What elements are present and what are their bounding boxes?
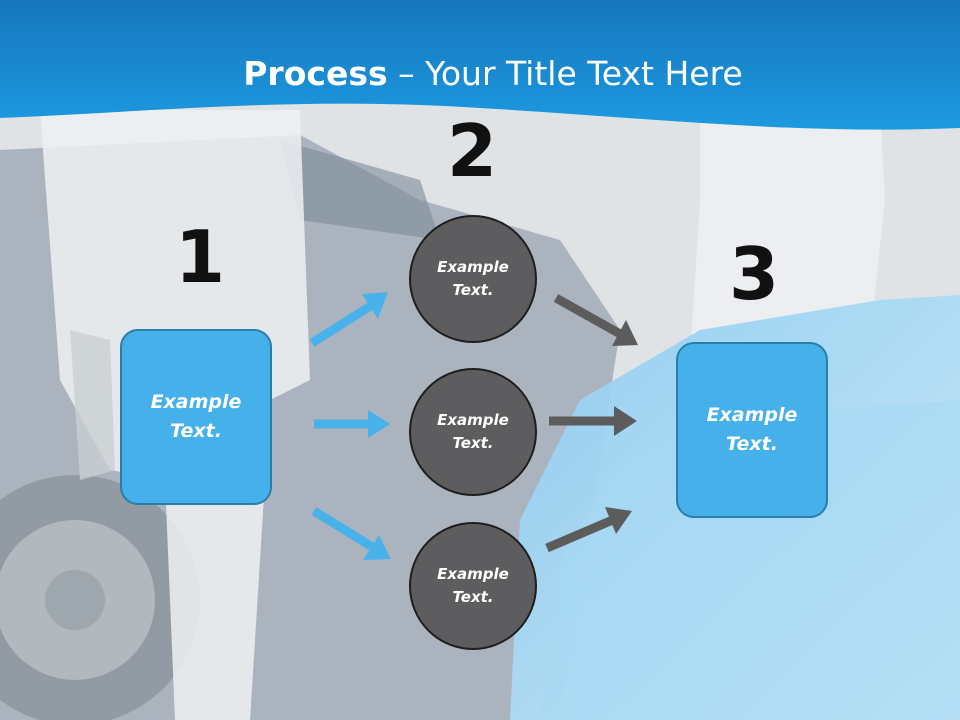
circle-bottom-text: Example Text. [437, 565, 509, 606]
arrow-up-right-gray [545, 507, 632, 553]
right-box-text: Example Text. [706, 404, 798, 455]
circle-top-text: Example Text. [437, 258, 509, 299]
arrow-up-right-blue [309, 292, 388, 347]
right-box: Example Text. [676, 342, 828, 518]
step-number-1: 1 [174, 215, 226, 299]
title-bold: Process [243, 54, 388, 93]
left-box: Example Text. [120, 329, 272, 505]
circle-bottom: Example Text. [409, 522, 537, 650]
arrow-down-right-blue [311, 507, 391, 560]
title-separator: – [387, 54, 426, 93]
step-number-3: 3 [728, 232, 780, 316]
step-number-2: 2 [446, 109, 498, 193]
arrow-right-gray [549, 406, 637, 436]
circle-middle: Example Text. [409, 368, 537, 496]
circle-top: Example Text. [409, 215, 537, 343]
title-rest: Your Title Text Here [425, 54, 743, 93]
arrow-down-right-gray [553, 294, 638, 346]
arrow-right-blue [314, 410, 390, 438]
page-title: Process – Your Title Text Here [0, 50, 960, 98]
circle-middle-text: Example Text. [437, 411, 509, 452]
left-box-text: Example Text. [150, 391, 242, 442]
